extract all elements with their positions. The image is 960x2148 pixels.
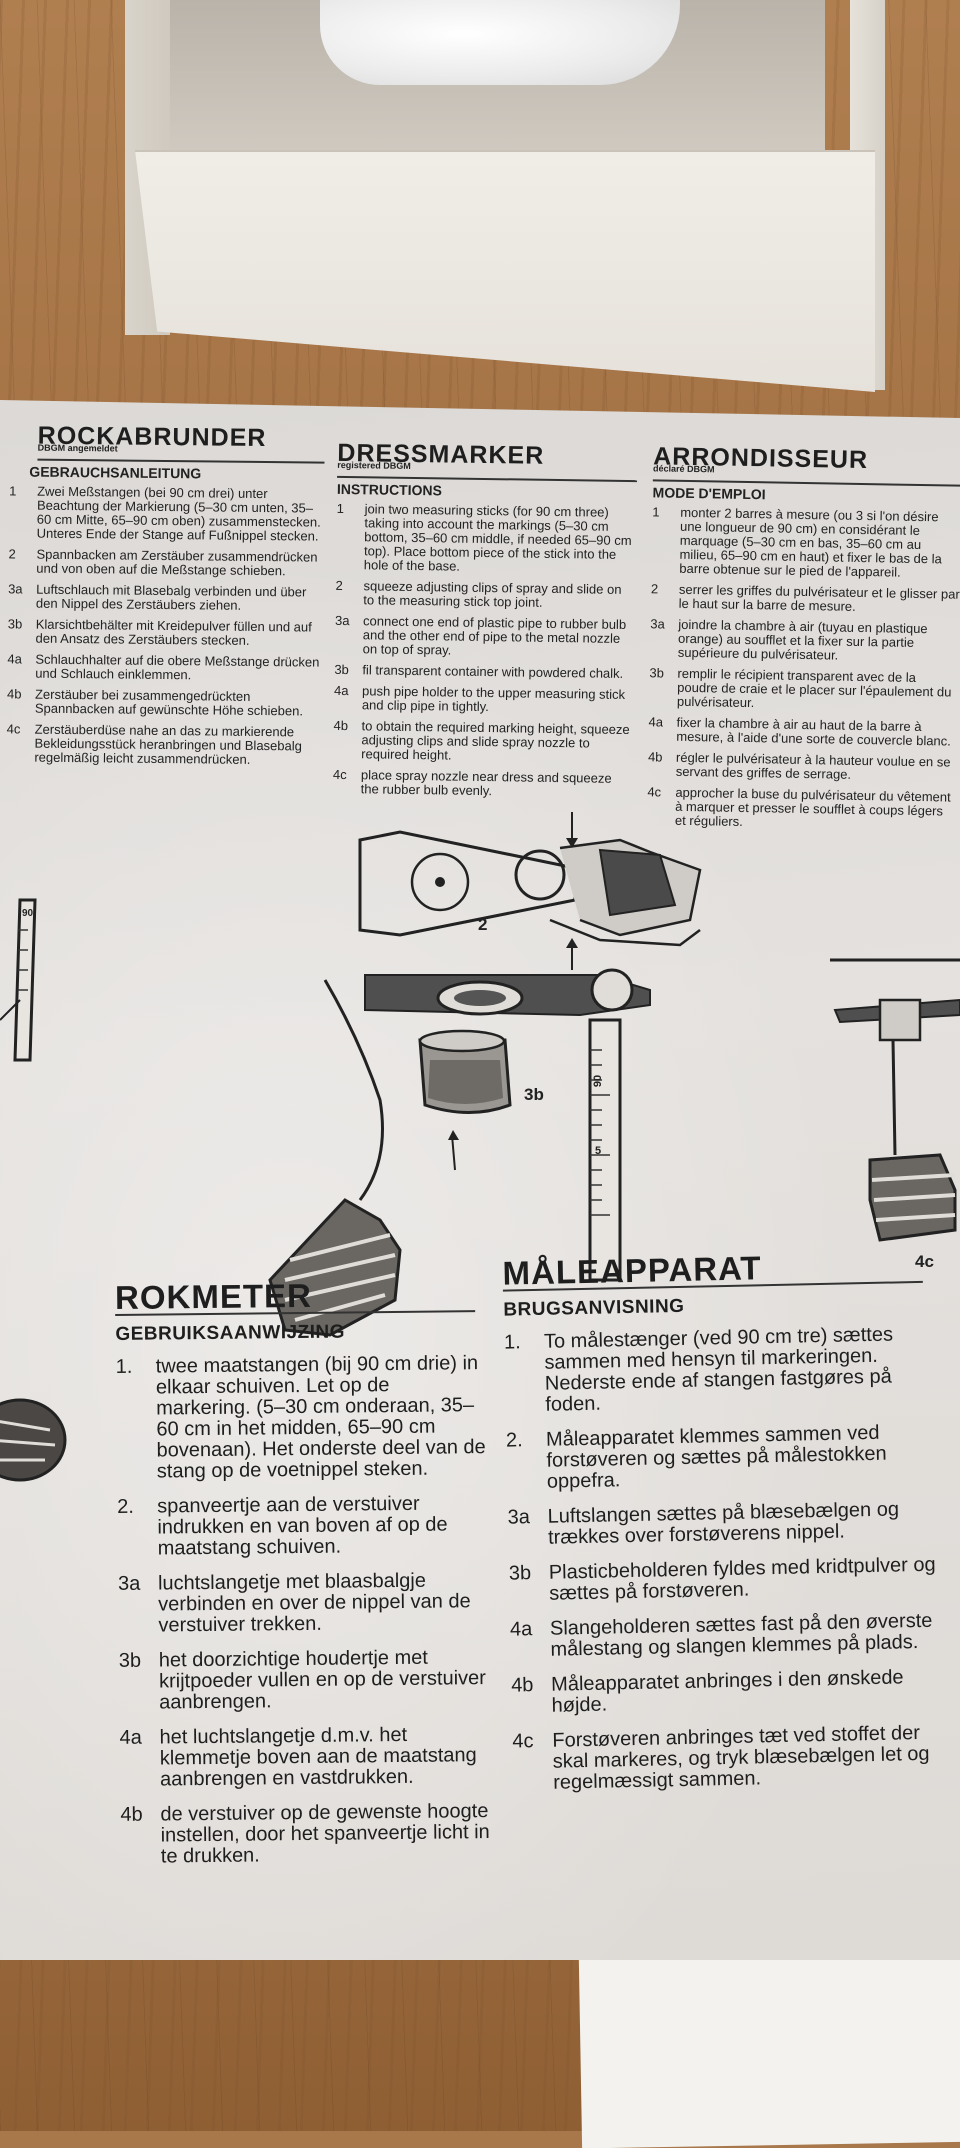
danish-step: 3b Plasticbeholderen fyldes med kridtpulv… — [509, 1554, 950, 1605]
dutch-step: 2. spanveertje aan de verstuiver indrukke… — [117, 1493, 488, 1560]
dutch-step-text: het doorzichtige houdertje met krijtpoed… — [158, 1646, 486, 1714]
dutch-step-text: twee maatstangen (bij 90 cm drie) in elk… — [155, 1352, 486, 1483]
figure-3b-label: 3b — [524, 1085, 544, 1104]
dutch-step: 3b het doorzichtige houdertje met krijtpo… — [119, 1647, 490, 1714]
dutch-section: ROKMETER GEBRUIKSAANWIJZING 1. twee maats… — [114, 1276, 491, 1882]
danish-section: MÅLEAPPARAT BRUGSANVISNING 1. To målestæn… — [502, 1249, 954, 1808]
danish-step: 1. To målestænger (ved 90 cm tre) sættes … — [504, 1323, 946, 1416]
dutch-step-text: het luchtslangetje d.m.v. het klemmetje … — [159, 1723, 477, 1791]
dutch-step-number: 4b — [120, 1803, 143, 1826]
dutch-step-text: spanveertje aan de verstuiver indrukken … — [157, 1492, 448, 1560]
dutch-step-number: 2. — [117, 1495, 135, 1518]
danish-step-text: Måleapparatet anbringes i den ønskede hø… — [550, 1666, 904, 1717]
danish-step: 2. Måleapparatet klemmes sammen ved forst… — [506, 1421, 947, 1493]
danish-step-text: Plasticbeholderen fyldes med kridtpulver… — [548, 1553, 936, 1605]
danish-title: MÅLEAPPARAT — [502, 1249, 762, 1292]
stick-tick-90: 90 — [592, 1074, 605, 1088]
danish-step-text: To målestænger (ved 90 cm tre) sættes sa… — [543, 1323, 894, 1416]
dutch-step-text: luchtslangetje met blaasbalgje verbinden… — [157, 1569, 471, 1637]
cardboard-box — [125, 0, 885, 392]
danish-step-number: 4a — [509, 1618, 533, 1641]
danish-step: 4b Måleapparatet anbringes i den ønskede … — [511, 1666, 952, 1717]
box-front-wall — [135, 150, 875, 392]
dutch-step: 1. twee maatstangen (bij 90 cm drie) in e… — [115, 1352, 487, 1483]
danish-step-number: 1. — [503, 1331, 521, 1354]
dutch-step: 3a luchtslangetje met blaasbalgje verbind… — [118, 1570, 489, 1637]
danish-step-text: Slangeholderen sættes fast på den øverst… — [549, 1609, 933, 1661]
dutch-step-number: 3a — [117, 1572, 141, 1595]
danish-step-number: 3a — [507, 1506, 531, 1529]
dutch-step-number: 3b — [118, 1649, 142, 1672]
dutch-step: 4b de verstuiver op de gewenste hoogte in… — [120, 1800, 491, 1868]
dutch-title: ROKMETER — [114, 1276, 313, 1316]
left-stick-tick-90: 90 — [22, 908, 34, 919]
stick-tick-5: 5 — [595, 1145, 602, 1157]
danish-step-number: 2. — [505, 1429, 523, 1452]
figure-4c-label: 4c — [915, 1252, 934, 1271]
dutch-step-number: 4a — [119, 1726, 142, 1749]
dutch-step-text: de verstuiver op de gewenste hoogte inst… — [160, 1800, 490, 1868]
dutch-step: 4a het luchtslangetje d.m.v. het klemmetj… — [120, 1724, 491, 1791]
danish-step-number: 4c — [512, 1730, 534, 1753]
danish-heading: BRUGSANVISNING — [503, 1295, 685, 1321]
figure-4c-stand — [830, 958, 960, 1242]
figure-2-spray-clamp — [358, 812, 702, 970]
danish-step-text: Luftslangen sættes på blæsebælgen og træ… — [547, 1498, 900, 1549]
illustration-area — [0, 812, 960, 1482]
dutch-heading: GEBRUIKSAANWIJZING — [115, 1321, 346, 1345]
dutch-step-number: 1. — [115, 1355, 133, 1378]
figure-left-bellows-fragment — [0, 1398, 67, 1482]
danish-step-text: Måleapparatet klemmes sammen ved forstøv… — [545, 1421, 887, 1493]
figure-3b-container — [364, 968, 651, 1282]
danish-step-number: 4b — [510, 1674, 534, 1697]
figure-left-stick — [0, 898, 37, 1062]
danish-step-number: 3b — [508, 1562, 532, 1585]
figure-2-label: 2 — [478, 915, 488, 934]
danish-step-text: Forstøveren anbringes tæt ved stoffet de… — [552, 1722, 930, 1794]
tissue-paper — [320, 0, 680, 85]
figure-bellows — [268, 979, 402, 1337]
dutch-list: 1. twee maatstangen (bij 90 cm drie) in e… — [115, 1352, 491, 1868]
danish-list: 1. To målestænger (ved 90 cm tre) sættes … — [504, 1323, 954, 1794]
danish-step: 4c Forstøveren anbringes tæt ved stoffet … — [512, 1722, 953, 1794]
danish-step: 3a Luftslangen sættes på blæsebælgen og t… — [507, 1498, 948, 1549]
instruction-sheet: ROCKABRUNDER DBGM angemeldet GEBRAUCHSAN… — [0, 400, 960, 1960]
danish-step: 4a Slangeholderen sættes fast på den øver… — [510, 1610, 951, 1661]
